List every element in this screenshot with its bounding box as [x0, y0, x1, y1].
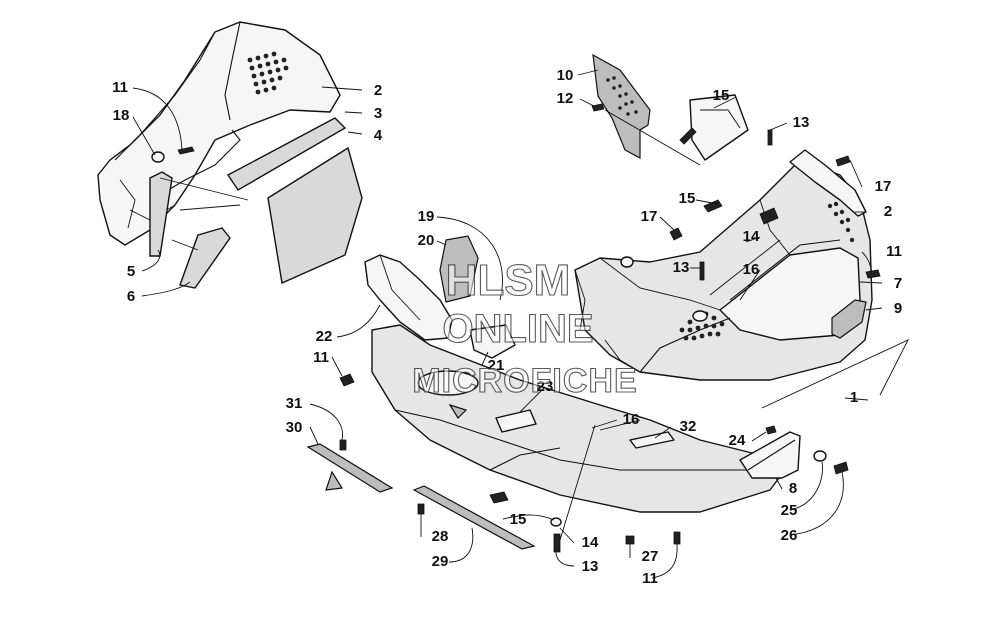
callout-10: 10 — [557, 67, 574, 84]
fastener-13-mid — [699, 261, 705, 281]
belly-pan-assembly — [339, 235, 849, 545]
callout-18: 18 — [113, 107, 130, 124]
callout-7: 7 — [894, 275, 902, 292]
callout-8: 8 — [789, 480, 797, 497]
callout-2: 2 — [884, 203, 892, 220]
callout-17: 17 — [641, 208, 658, 225]
callout-5: 5 — [127, 263, 135, 280]
callout-29: 29 — [432, 553, 449, 570]
foam-strip-3 — [226, 117, 347, 191]
screw-12 — [591, 103, 605, 112]
callout-31: 31 — [286, 395, 303, 412]
leader-lines — [132, 69, 883, 579]
callout-12: 12 — [557, 90, 574, 107]
callout-11: 11 — [112, 79, 128, 96]
clip-17 — [669, 227, 683, 241]
watermark-line-3: MICROFICHE — [412, 362, 637, 400]
callout-15: 15 — [713, 87, 730, 104]
fastener-17-top — [835, 155, 851, 167]
callout-15: 15 — [679, 190, 696, 207]
side-panel-vent-holes — [247, 51, 289, 95]
callout-15: 15 — [510, 511, 527, 528]
washer-17-left — [620, 256, 634, 268]
rivet-11-bottom — [673, 531, 681, 545]
side-vent-holes-right — [827, 201, 855, 243]
washer-25 — [813, 450, 827, 462]
callout-9: 9 — [894, 300, 902, 317]
decal-9 — [831, 299, 867, 339]
watermark-line-1: HLSM — [446, 256, 571, 305]
callout-14: 14 — [743, 228, 760, 245]
pad-23 — [495, 409, 537, 433]
rivet-11-right — [865, 269, 881, 279]
callout-11: 11 — [313, 349, 329, 366]
fastener-13-low — [553, 533, 561, 553]
callout-2: 2 — [374, 82, 382, 99]
belly-pan-opening — [417, 370, 479, 396]
rivet-11-left — [177, 146, 195, 155]
fastener-28 — [417, 503, 425, 515]
callout-27: 27 — [642, 548, 659, 565]
callout-23: 23 — [537, 378, 554, 395]
clip-15-mid — [703, 199, 723, 213]
callout-3: 3 — [374, 105, 382, 122]
lower-strips — [306, 439, 562, 553]
callout-20: 20 — [418, 232, 435, 249]
callout-1: 1 — [850, 389, 858, 406]
rivet-11-mid — [339, 373, 355, 387]
fastener-13-top — [767, 129, 773, 146]
callout-19: 19 — [418, 208, 435, 225]
upper-bracket-assembly — [591, 53, 749, 166]
screw-26 — [833, 461, 849, 475]
pad-21 — [469, 324, 516, 359]
watermark: HLSM ONLINE MICROFICHE — [412, 255, 637, 400]
callout-13: 13 — [582, 558, 599, 575]
callout-11: 11 — [886, 243, 902, 260]
screw-24 — [765, 425, 777, 435]
callout-labels: 2 3 4 11 18 5 6 10 12 15 13 17 2 15 17 1… — [112, 67, 902, 587]
callout-25: 25 — [781, 502, 798, 519]
hood-assembly — [574, 129, 909, 409]
strip-30 — [306, 443, 394, 493]
callout-16: 16 — [743, 261, 760, 278]
watermark-line-2: ONLINE — [442, 307, 593, 351]
callout-17: 17 — [875, 178, 892, 195]
duct-22 — [364, 254, 453, 341]
foam-strip-5 — [149, 171, 173, 257]
foam-block-6 — [179, 227, 231, 289]
callout-4: 4 — [374, 127, 383, 144]
callout-30: 30 — [286, 419, 303, 436]
callout-26: 26 — [781, 527, 798, 544]
foam-pad-4 — [267, 146, 363, 285]
side-panel-assembly — [97, 21, 363, 289]
callout-16: 16 — [623, 411, 640, 428]
callout-21: 21 — [488, 357, 505, 374]
callout-24: 24 — [729, 432, 746, 449]
callout-13: 13 — [673, 259, 690, 276]
callout-32: 32 — [680, 418, 697, 435]
insulation-20 — [439, 235, 479, 303]
callout-6: 6 — [127, 288, 135, 305]
side-panel-2-right — [789, 149, 867, 217]
clip-15-low — [489, 491, 509, 504]
callout-13: 13 — [793, 114, 810, 131]
callout-11: 11 — [642, 570, 658, 587]
clip-31 — [339, 439, 347, 451]
callout-28: 28 — [432, 528, 449, 545]
fastener-15-top — [679, 127, 697, 145]
strip-29 — [412, 485, 536, 550]
fastener-27 — [625, 535, 635, 545]
callout-22: 22 — [316, 328, 333, 345]
panel-32 — [629, 431, 675, 449]
grommet-16-top — [759, 207, 779, 225]
callout-14: 14 — [582, 534, 599, 551]
trim-8 — [739, 431, 801, 479]
grommet-16-mid — [692, 310, 708, 322]
